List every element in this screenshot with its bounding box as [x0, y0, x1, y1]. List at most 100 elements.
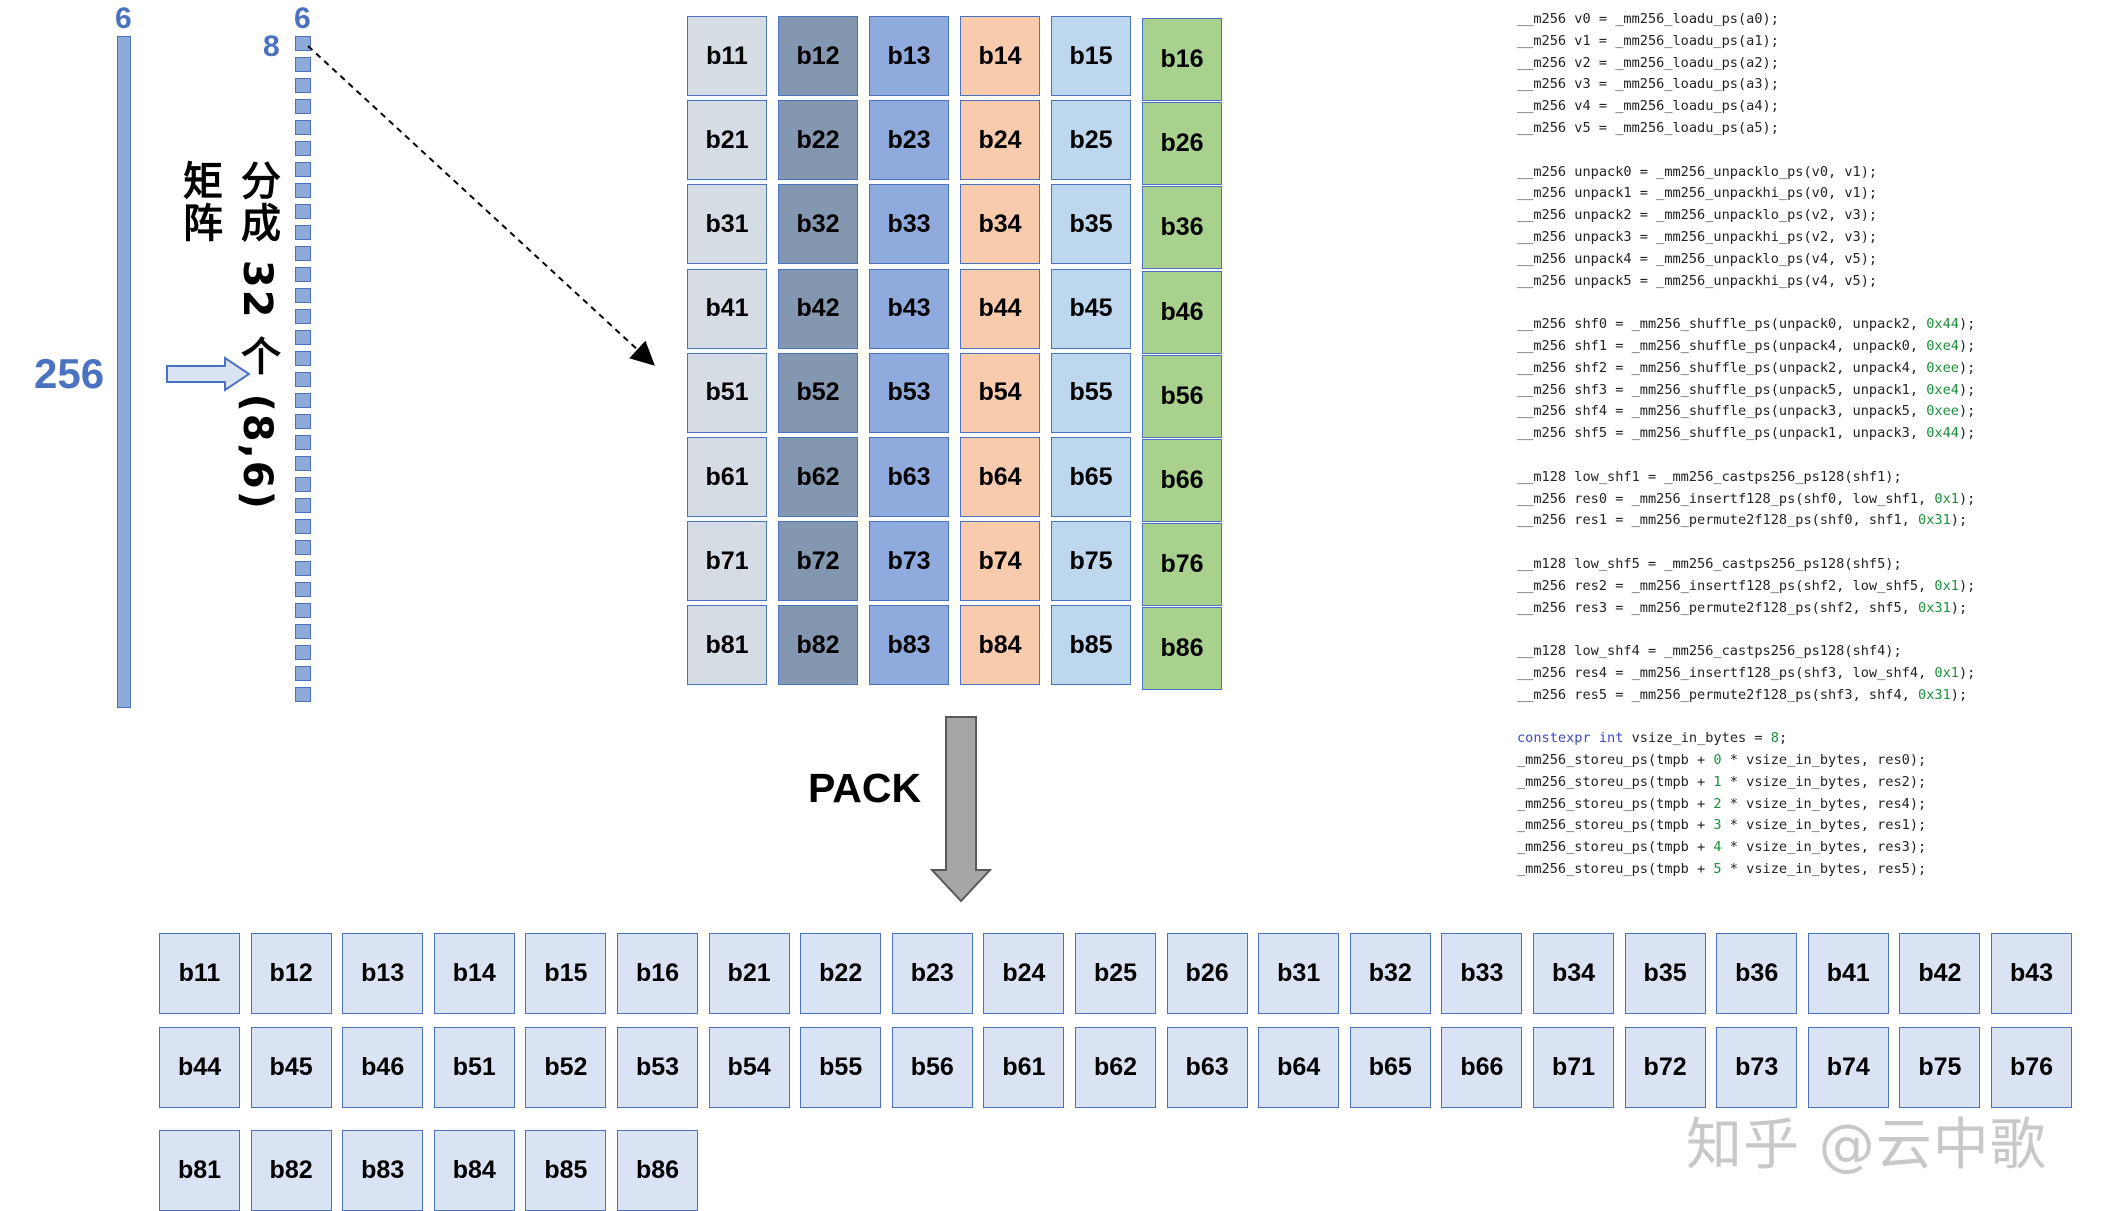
- packed-cell: b11: [159, 933, 240, 1014]
- split-text-label: 分成 32 个 (8,6) 矩阵: [176, 160, 280, 511]
- matrix-cell: b61: [687, 437, 767, 517]
- packed-cell: b62: [1075, 1027, 1156, 1108]
- matrix-cell: b45: [1051, 268, 1131, 349]
- packed-cell: b45: [250, 1027, 332, 1108]
- code-line: __m256 shf3 = _mm256_shuffle_ps(unpack5,…: [1517, 381, 1976, 398]
- code-line: __m256 shf1 = _mm256_shuffle_ps(unpack4,…: [1517, 337, 1976, 354]
- matrix-cell: b65: [1051, 437, 1131, 517]
- small-block: [295, 540, 311, 555]
- matrix-cell: b53: [869, 352, 949, 433]
- small-block: [295, 372, 311, 387]
- code-line: [1517, 292, 2077, 314]
- small-block: [295, 666, 311, 681]
- code-line: _mm256_storeu_ps(tmpb + 2 * vsize_in_byt…: [1517, 795, 1927, 812]
- matrix-cell: b76: [1142, 523, 1222, 607]
- small-block: [295, 78, 311, 93]
- code-line: __m256 res5 = _mm256_permute2f128_ps(shf…: [1517, 686, 1968, 703]
- matrix-cell: b54: [960, 352, 1040, 433]
- code-line: __m256 res0 = _mm256_insertf128_ps(shf0,…: [1517, 490, 1976, 507]
- code-line: __m256 v5 = _mm256_loadu_ps(a5);: [1517, 119, 1779, 136]
- packed-cell: b84: [433, 1130, 515, 1211]
- code-line: __m256 unpack0 = _mm256_unpacklo_ps(v0, …: [1517, 163, 1878, 180]
- packed-cell: b15: [525, 933, 607, 1014]
- code-line: _mm256_storeu_ps(tmpb + 5 * vsize_in_byt…: [1517, 861, 1927, 878]
- small-block: [295, 162, 311, 177]
- packed-cell: b13: [342, 933, 424, 1014]
- code-line: _mm256_storeu_ps(tmpb + 3 * vsize_in_byt…: [1517, 817, 1927, 834]
- packed-cell: b33: [1441, 933, 1523, 1014]
- packed-cell: b56: [891, 1027, 973, 1108]
- code-line: [1517, 532, 2077, 554]
- small-block: [295, 309, 311, 324]
- code-line: constexpr int vsize_in_bytes = 8;: [1517, 730, 1788, 747]
- small-block: [295, 477, 311, 492]
- matrix-cell: b41: [687, 268, 767, 349]
- packed-cell: b52: [525, 1027, 607, 1108]
- matrix-cell: b36: [1142, 186, 1222, 270]
- small-block: [295, 204, 311, 219]
- packed-cell: b73: [1716, 1027, 1798, 1108]
- code-line: __m256 v0 = _mm256_loadu_ps(a0);: [1517, 11, 1779, 27]
- matrix-cell: b44: [960, 268, 1040, 349]
- packed-cell: b66: [1441, 1027, 1523, 1108]
- code-line: __m256 shf2 = _mm256_shuffle_ps(unpack2,…: [1517, 359, 1976, 376]
- matrix-cell: b63: [869, 437, 949, 517]
- small-block: [295, 393, 311, 408]
- big-col-height-label: 256: [34, 350, 105, 397]
- packed-cell: b81: [159, 1130, 240, 1211]
- packed-cell: b61: [983, 1027, 1065, 1108]
- code-line: __m256 unpack2 = _mm256_unpacklo_ps(v2, …: [1517, 207, 1878, 224]
- small-block: [295, 435, 311, 450]
- matrix-cell: b46: [1142, 270, 1222, 354]
- matrix-cell: b64: [960, 437, 1040, 517]
- code-line: __m256 res3 = _mm256_permute2f128_ps(shf…: [1517, 599, 1968, 616]
- small-block: [295, 351, 311, 366]
- matrix-cell: b16: [1142, 18, 1222, 101]
- small-block: [295, 603, 311, 618]
- matrix-cell: b62: [778, 437, 858, 517]
- small-block: [295, 519, 311, 534]
- packed-cell: b42: [1899, 933, 1981, 1014]
- small-block: [295, 120, 311, 135]
- matrix-cell: b26: [1142, 102, 1222, 186]
- packed-cell: b21: [708, 933, 790, 1014]
- small-block: [295, 687, 311, 702]
- small-block: [295, 561, 311, 576]
- code-line: [1517, 140, 2077, 162]
- packed-cell: b83: [342, 1130, 424, 1211]
- matrix-cell: b56: [1142, 354, 1222, 438]
- matrix-cell: b12: [778, 16, 858, 96]
- matrix-cell: b24: [960, 100, 1040, 181]
- small-block: [295, 183, 311, 198]
- small-column-blocks: [295, 36, 311, 708]
- matrix-cell: b86: [1142, 607, 1222, 691]
- matrix-cell: b23: [869, 100, 949, 181]
- packed-cell: b72: [1624, 1027, 1706, 1108]
- matrix-cell: b43: [869, 268, 949, 349]
- code-line: [1517, 445, 2077, 467]
- code-line: __m256 shf0 = _mm256_shuffle_ps(unpack0,…: [1517, 316, 1976, 333]
- code-line: __m256 shf5 = _mm256_shuffle_ps(unpack1,…: [1517, 425, 1976, 442]
- small-block: [295, 288, 311, 303]
- matrix-cell: b25: [1051, 100, 1131, 181]
- packed-cell: b63: [1166, 1027, 1248, 1108]
- packed-cell: b35: [1624, 933, 1706, 1014]
- code-line: __m256 unpack4 = _mm256_unpacklo_ps(v4, …: [1517, 250, 1878, 267]
- small-block: [295, 498, 311, 513]
- small-block: [295, 141, 311, 156]
- packed-cell: b46: [342, 1027, 424, 1108]
- matrix-cell: b83: [869, 605, 949, 686]
- split-text: 分成 32 个 (8,6) 矩阵: [170, 160, 280, 540]
- matrix-cell: b75: [1051, 521, 1131, 602]
- matrix-cell: b42: [778, 268, 858, 349]
- matrix-cell: b31: [687, 184, 767, 265]
- code-line: __m128 low_shf1 = _mm256_castps256_ps128…: [1517, 468, 1902, 485]
- code-line: _mm256_storeu_ps(tmpb + 4 * vsize_in_byt…: [1517, 839, 1927, 856]
- small-block: [295, 414, 311, 429]
- split-arrow-icon: [166, 356, 251, 392]
- code-line: __m256 res2 = _mm256_insertf128_ps(shf2,…: [1517, 577, 1976, 594]
- packed-cell: b23: [891, 933, 973, 1014]
- matrix-cell: b11: [687, 16, 767, 96]
- packed-cell: b51: [433, 1027, 515, 1108]
- matrix-cell: b13: [869, 16, 949, 96]
